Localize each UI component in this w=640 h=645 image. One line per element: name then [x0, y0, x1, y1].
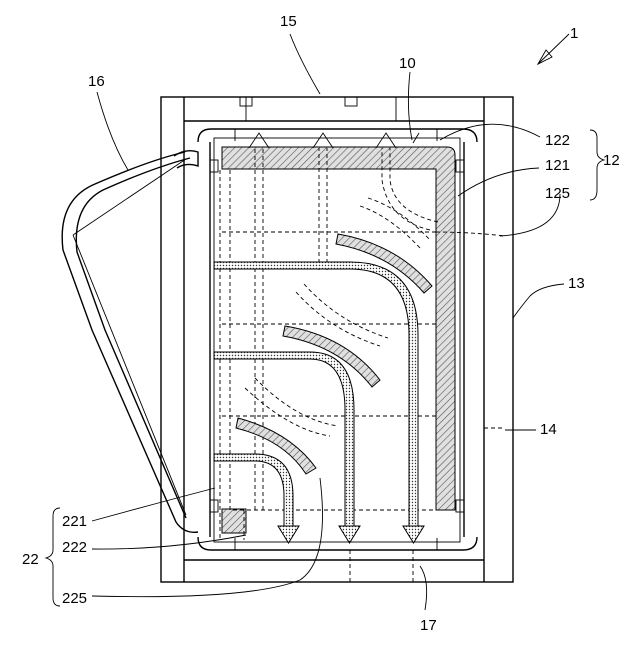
label-layer: 10	[399, 55, 416, 72]
label-layer-side: 121	[545, 157, 570, 174]
label-layer-top: 122	[545, 132, 570, 149]
flow-channels	[214, 262, 424, 543]
label-top-module: 15	[280, 13, 297, 30]
filter-layer	[222, 147, 455, 533]
label-inner-2: 222	[62, 539, 87, 556]
label-group-12: 12	[603, 152, 620, 169]
label-bottom: 17	[420, 617, 437, 634]
label-group-22: 22	[22, 551, 39, 568]
label-device: 1	[570, 25, 578, 42]
curved-flow-lines	[245, 198, 430, 436]
label-duct: 16	[88, 73, 105, 90]
label-inner-corner: 225	[62, 590, 87, 607]
label-housing-side: 13	[568, 275, 585, 292]
left-duct	[62, 151, 198, 533]
braces	[46, 130, 604, 606]
inner-frame	[198, 129, 477, 550]
label-inner-1: 221	[62, 513, 87, 530]
label-port: 14	[540, 421, 557, 438]
label-layer-corner: 125	[545, 185, 570, 202]
